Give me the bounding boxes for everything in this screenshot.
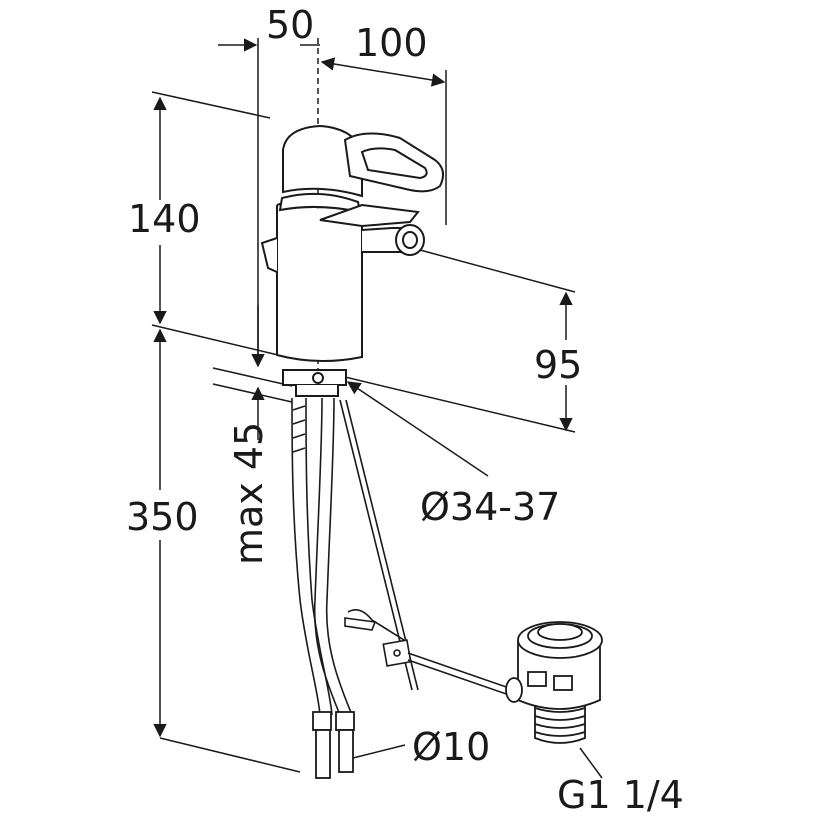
dim-diameter-10-label: Ø10 <box>412 725 490 769</box>
dimension-arrows <box>153 38 603 779</box>
dim-95-label: 95 <box>534 343 582 387</box>
hose-fittings <box>312 711 355 779</box>
dim-50-label: 50 <box>266 3 314 47</box>
flexible-hoses <box>291 397 419 716</box>
waste-drain <box>505 621 603 744</box>
popup-linkage <box>344 609 516 698</box>
dim-max-45-label: max 45 <box>227 422 271 565</box>
dim-g1-1-4-label: G1 1/4 <box>557 773 684 817</box>
faucet-body <box>260 124 445 362</box>
dim-140-label: 140 <box>128 197 201 241</box>
dim-350-label: 350 <box>126 495 199 539</box>
mounting-nut <box>282 369 347 397</box>
dim-100-label: 100 <box>355 21 428 65</box>
dim-diameter-34-37-label: Ø34-37 <box>420 485 560 529</box>
